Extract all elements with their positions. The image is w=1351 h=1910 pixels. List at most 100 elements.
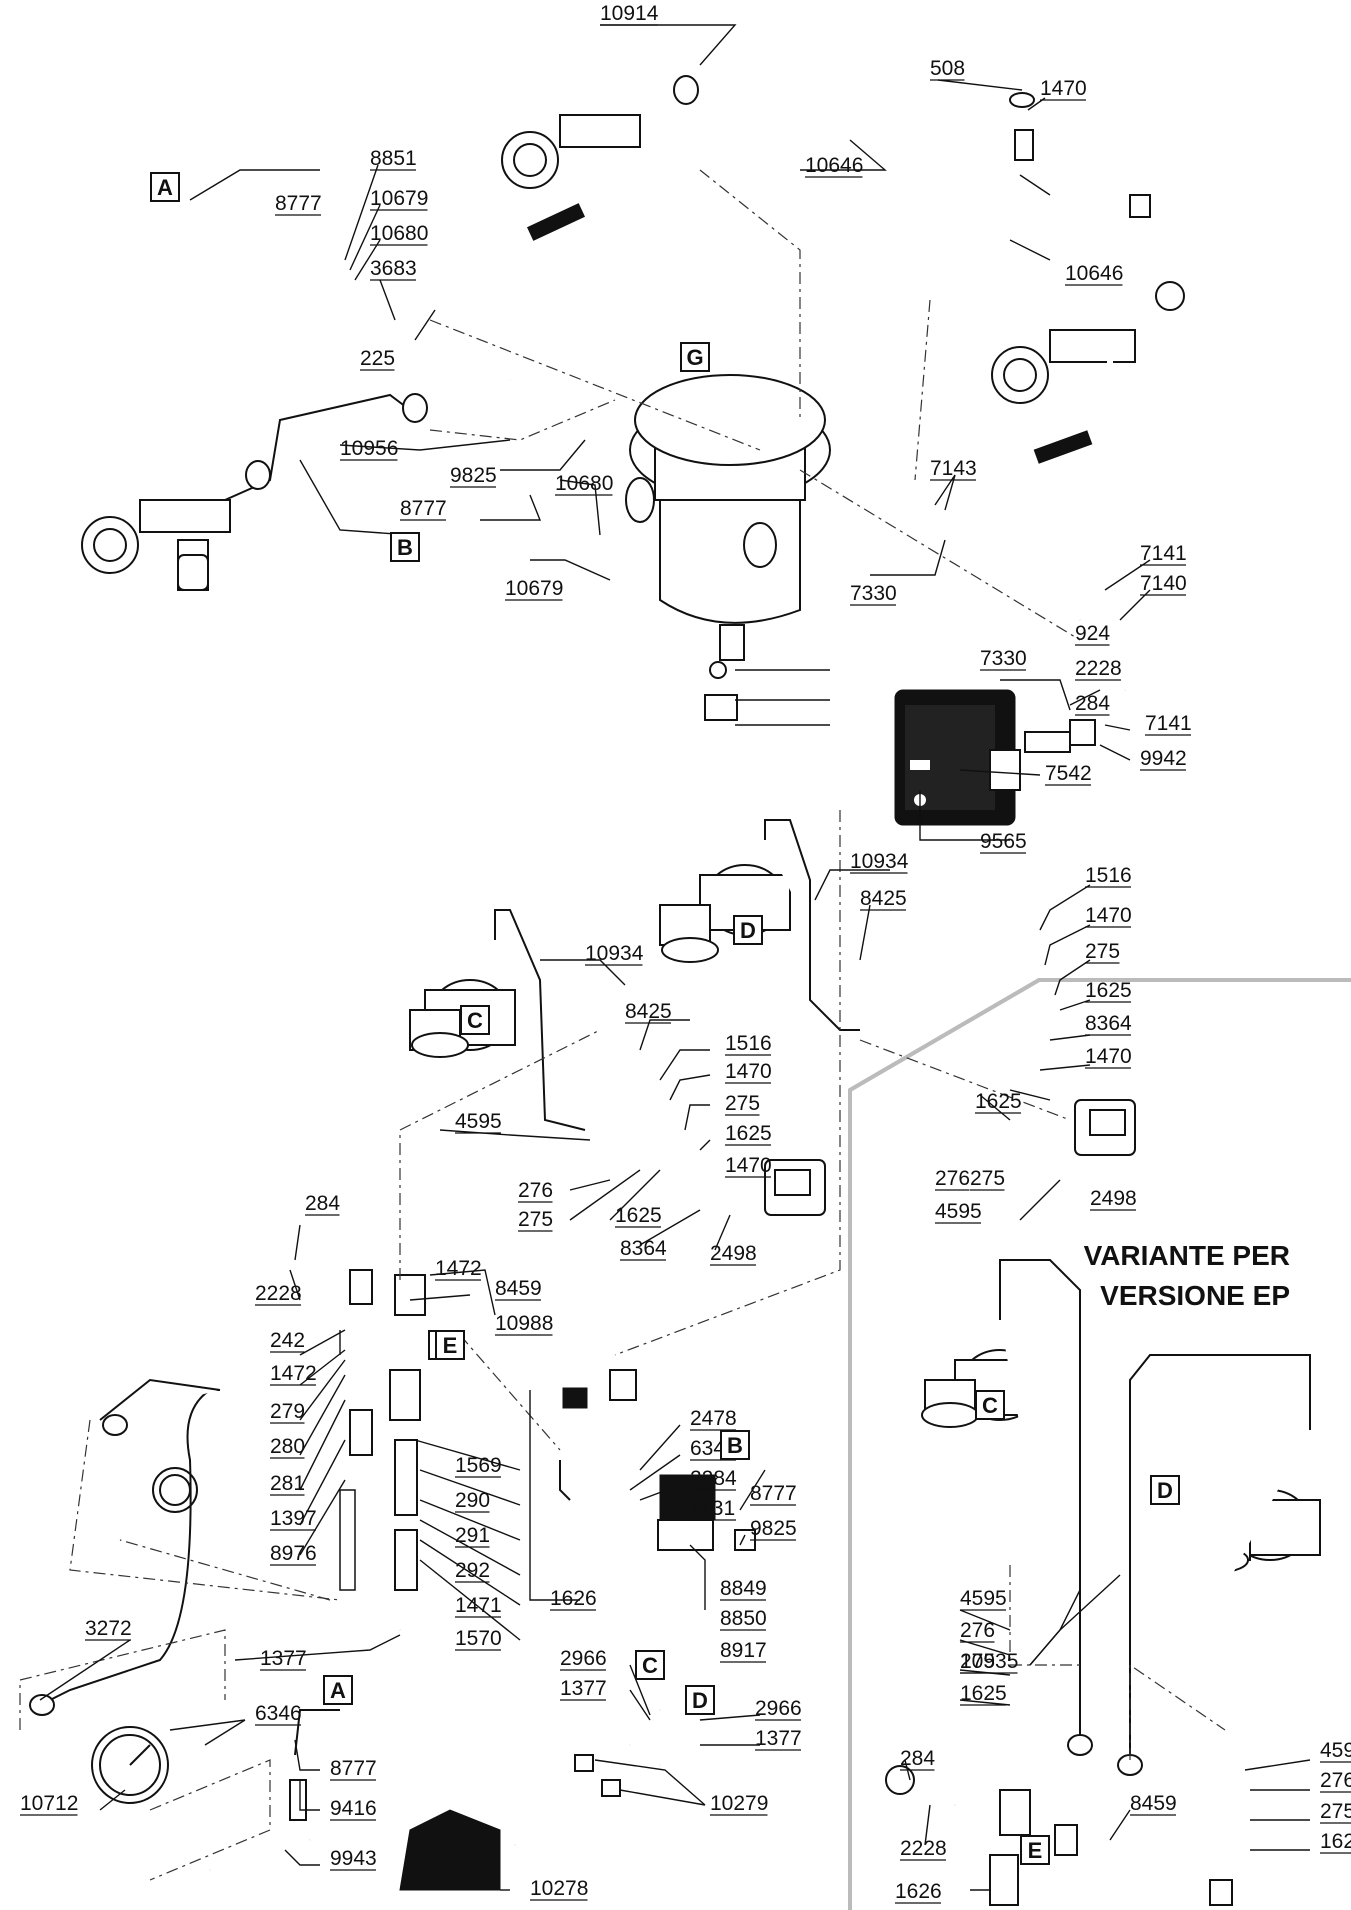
part-number-label: 924 [1075,622,1110,645]
part-number-label: 1569 [455,1454,502,1477]
part-number-label: 1470 [725,1060,772,1083]
part-number-label: 279 [270,1400,305,1423]
part-number-label: 1516 [725,1032,772,1055]
part-number-label: 4595 [935,1200,982,1223]
part-number-label: 8976 [270,1542,317,1565]
part-number-label: 2228 [1075,657,1122,680]
part-number-label: 1470 [1085,1045,1132,1068]
part-number-label: 1626 [895,1880,942,1903]
pressure-gauge [29,1378,221,1804]
part-number-label: 4595 [960,1587,1007,1610]
part-number-label: 10279 [710,1792,768,1815]
reference-box-e [435,1330,465,1360]
part-number-label: 291 [455,1524,490,1547]
reference-box-letter-c: C [642,1653,658,1678]
part-number-label: 10679 [505,577,563,600]
part-number-label: 1131 [690,1497,735,1520]
part-number-label: 2284 [690,1467,737,1490]
part-number-label: 1570 [455,1627,502,1650]
part-number-label: 9825 [750,1517,797,1540]
part-number-label: 1625 [960,1682,1007,1705]
part-number-label: 8777 [330,1757,377,1780]
part-number-label: 1625 [1320,1830,1351,1853]
part-number-label: 280 [270,1435,305,1458]
steam-wand-left [501,114,641,381]
reference-box-letter-b: B [397,535,413,560]
part-number-label: 1625 [725,1122,772,1145]
part-number-label: 10914 [600,2,659,25]
part-number-label: 2498 [710,1242,757,1265]
part-number-label: 276 [518,1179,553,1202]
part-number-label: 7330 [980,647,1027,670]
part-number-label: 1625 [1085,979,1132,1002]
part-number-label: 8850 [720,1607,767,1630]
part-number-label: 290 [455,1489,490,1512]
part-number-label: 10680 [555,472,613,495]
part-number-label: 2966 [560,1647,607,1670]
part-number-label: 8917 [720,1639,767,1662]
part-number-label: 275 [1085,940,1120,963]
part-number-label: 275 [1320,1800,1351,1823]
reference-box-letter-b: B [727,1433,743,1458]
reference-box-e [1020,1835,1050,1865]
solenoid-valve-1131 [559,1460,756,1551]
part-number-label: 10680 [370,222,428,245]
part-number-label: 9416 [330,1797,377,1820]
part-number-label: 281 [270,1472,305,1495]
part-number-label: 275 [970,1167,1005,1190]
part-number-label: 10934 [585,942,644,965]
part-number-label: 7141 [1140,542,1187,565]
reference-box-letter-e: E [443,1333,458,1358]
part-number-label: 9825 [450,464,497,487]
part-number-label: 284 [1075,692,1110,715]
part-number-label: 292 [455,1559,490,1582]
part-number-label: 9565 [980,830,1027,853]
part-number-label: 7140 [1140,572,1187,595]
reference-box-letter-d: D [1157,1478,1173,1503]
part-number-label: 1625 [615,1204,662,1227]
part-number-label: 10956 [340,437,398,460]
reference-box-a [150,172,180,202]
part-number-label: 7141 [1145,712,1192,735]
reference-box-d [733,915,763,945]
boiler [625,374,831,721]
part-number-label: 275 [518,1208,553,1231]
part-number-label: 6346 [255,1702,302,1725]
part-number-label: 8364 [620,1237,667,1260]
reference-box-a [323,1675,353,1705]
reference-box-c [635,1650,665,1680]
part-number-label: 1471 [455,1594,502,1617]
part-number-label: 2966 [755,1697,802,1720]
pressure-switch [894,617,1170,826]
part-number-label: 2228 [255,1282,302,1305]
part-number-label: 8851 [370,147,417,170]
reference-box-letter-c: C [467,1008,483,1033]
part-number-label: 225 [360,347,395,370]
part-number-label: 8459 [495,1277,542,1300]
overpressure-valve [339,1369,421,1591]
part-number-label: 276 [935,1167,970,1190]
reference-box-labels: ABGCDEABCDECDE [150,172,1180,1865]
reference-box-letter-g: G [686,345,703,370]
variant-group-valve-C [921,1259,1093,1756]
part-number-label: 1377 [260,1647,307,1670]
flowmeter-2498-left [764,1159,826,1216]
part-number-label: 4595 [1320,1739,1351,1762]
part-number-label: 8425 [625,1000,672,1023]
part-number-label: 1470 [725,1154,772,1177]
part-number-label: 275 [960,1650,995,1673]
part-number-label: 1397 [270,1507,317,1530]
part-number-label: 284 [900,1747,935,1770]
part-number-label: 10679 [370,187,428,210]
part-number-label: 2228 [900,1837,947,1860]
part-number-label: 1377 [755,1727,802,1750]
group-valve-C [409,909,586,1131]
variant-title-line-2: VERSIONE EP [1100,1280,1290,1311]
variant-group-valve-D [1117,1354,1321,1776]
part-number-label: 4595 [455,1110,502,1133]
part-number-label: 1377 [560,1677,607,1700]
reference-box-letter-e: E [1028,1838,1043,1863]
part-number-label: 10646 [1065,262,1123,285]
flowmeter-2498-right [1074,1099,1136,1156]
part-number-label: 7143 [930,457,977,480]
